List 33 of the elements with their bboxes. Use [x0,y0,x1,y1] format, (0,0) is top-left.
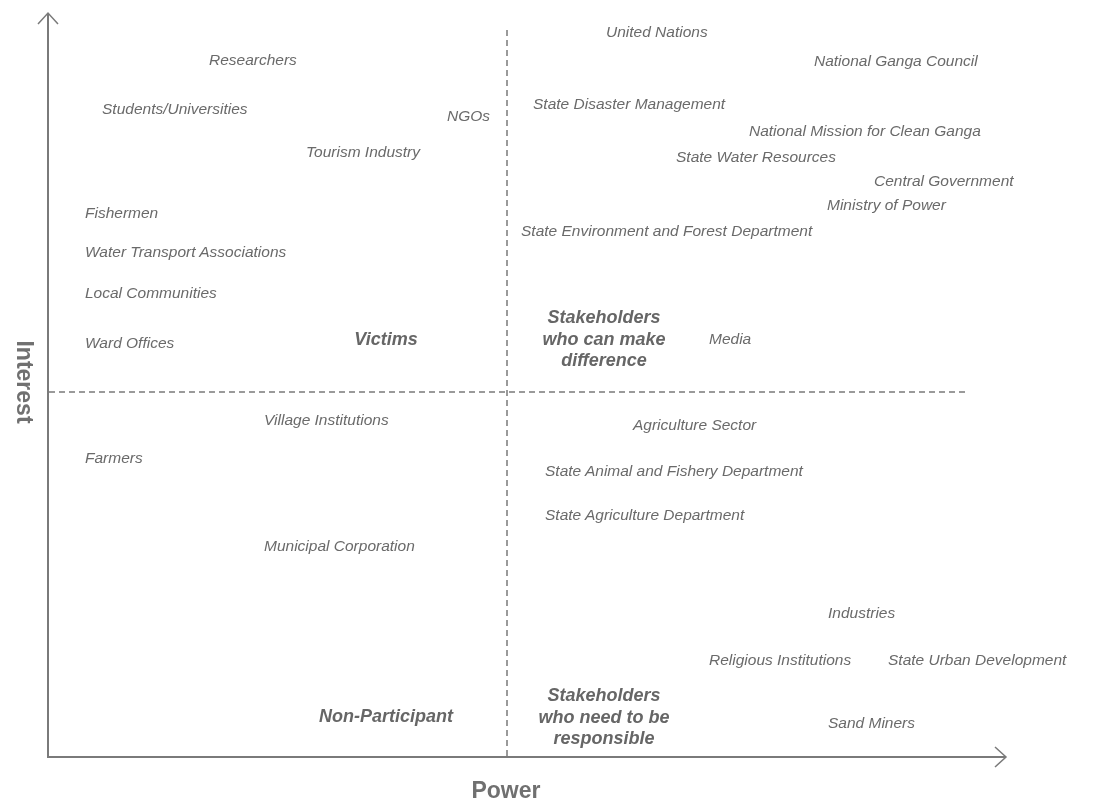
quadrant-label: Victims [353,329,419,351]
stakeholder-label: State Urban Development [888,651,1067,669]
stakeholder-label: State Environment and Forest Department [521,222,813,240]
stakeholder-label: National Ganga Council [814,52,978,70]
axis-title: Power [471,776,541,801]
stakeholder-label: Fishermen [85,204,159,222]
quadrant-label: Non-Participant [318,706,455,728]
stakeholder-label: NGOs [447,107,491,125]
stakeholder-label: State Agriculture Department [545,506,745,524]
quadrant-label: Stakeholders who can make difference [541,306,667,372]
stakeholder-label: Central Government [874,172,1014,190]
stakeholder-label: Water Transport Associations [85,243,287,261]
stakeholder-label: Municipal Corporation [264,537,415,555]
stakeholder-label: Sand Miners [828,714,915,732]
stakeholder-label: State Water Resources [676,148,836,166]
stakeholder-label: Agriculture Sector [633,416,757,434]
stakeholder-label: Local Communities [85,284,217,302]
stakeholder-label: Tourism Industry [306,143,420,161]
stakeholder-label: Farmers [85,449,143,467]
stakeholder-label: Researchers [209,51,297,69]
stakeholder-label: Village Institutions [264,411,389,429]
stakeholder-label: National Mission for Clean Ganga [749,122,981,140]
quadrant-label: Stakeholders who need to be responsible [537,684,671,750]
stakeholder-label: Students/Universities [102,100,248,118]
stakeholder-label: Ward Offices [85,334,175,352]
stakeholder-label: Religious Institutions [709,651,852,669]
stakeholder-label: State Animal and Fishery Department [545,462,803,480]
axis-title: Interest [10,340,38,424]
stakeholder-label: State Disaster Management [533,95,726,113]
stakeholder-label: United Nations [606,23,708,41]
stakeholder-label: Ministry of Power [827,196,946,214]
stakeholder-label: Industries [828,604,896,622]
stakeholder-label: Media [709,330,752,348]
